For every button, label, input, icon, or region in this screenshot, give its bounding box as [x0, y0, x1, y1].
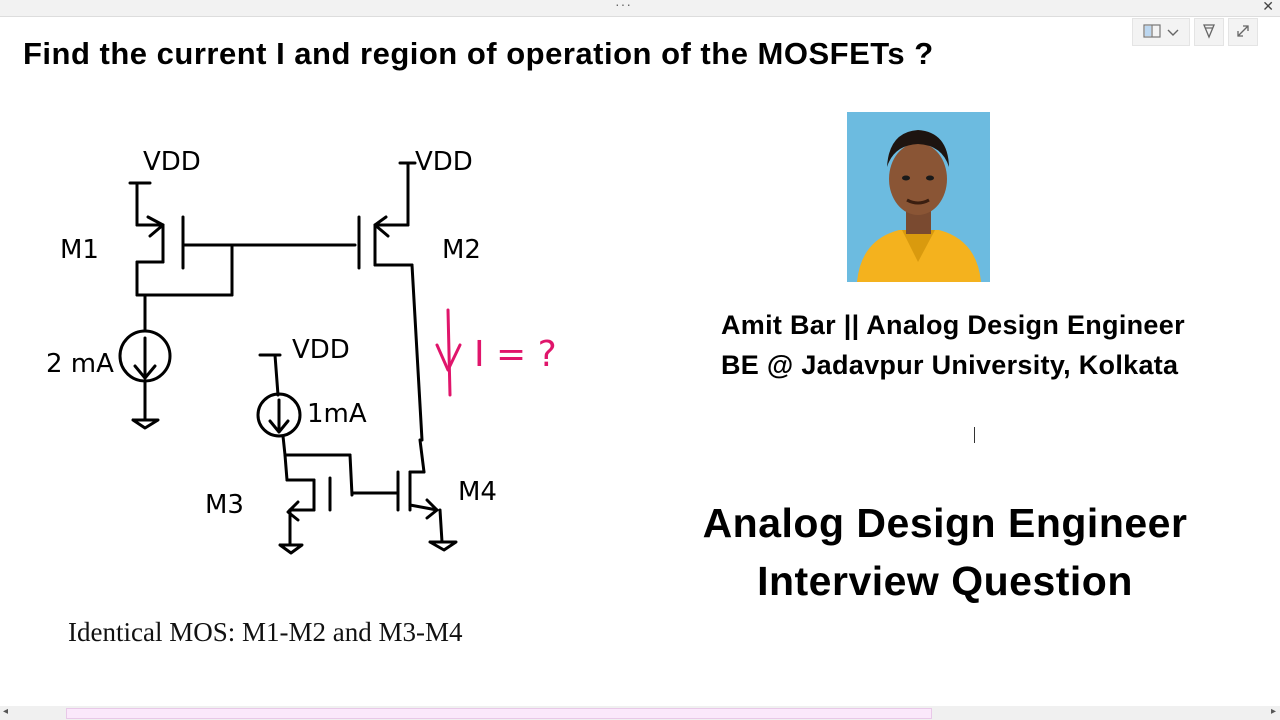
menu-dots-icon[interactable]: ··· — [615, 0, 632, 12]
source-1ma-label: 1mA — [307, 399, 367, 429]
window-titlebar: ··· ✕ — [0, 0, 1280, 17]
headline: Analog Design Engineer Interview Questio… — [600, 494, 1280, 610]
author-info: Amit Bar || Analog Design Engineer BE @ … — [721, 305, 1185, 385]
chevron-down-icon — [1167, 25, 1179, 40]
current-source-1ma — [256, 353, 302, 457]
source-2ma-label: 2 mA — [46, 349, 114, 379]
m4-label: M4 — [458, 477, 497, 507]
current-source-2ma — [118, 293, 172, 430]
expand-button[interactable] — [1228, 18, 1258, 46]
presenter-photo — [847, 112, 990, 282]
page-view-button[interactable] — [1132, 18, 1190, 46]
scroll-left-arrow-icon[interactable]: ◂ — [3, 706, 9, 717]
page-view-icon — [1143, 23, 1161, 41]
unknown-current-annotation: I = ? — [435, 308, 557, 397]
scrollbar-thumb[interactable] — [66, 708, 932, 719]
expand-icon — [1236, 24, 1250, 41]
m3-label: M3 — [205, 490, 244, 520]
m2-transistor — [357, 161, 424, 442]
m2-label: M2 — [442, 235, 481, 265]
unknown-current-label: I = ? — [474, 334, 557, 375]
vdd-label-m1: VDD — [143, 147, 201, 177]
toolbar — [1132, 18, 1258, 46]
pen-button[interactable] — [1194, 18, 1224, 46]
headline-line-2: Interview Question — [757, 558, 1133, 604]
author-education: BE @ Jadavpur University, Kolkata — [721, 350, 1179, 380]
author-name-title: Amit Bar || Analog Design Engineer — [721, 310, 1185, 340]
circuit-diagram: VDD VDD VDD M1 M2 M3 M4 2 mA 1mA I = ? — [46, 147, 557, 555]
m4-transistor — [350, 438, 458, 552]
m1-transistor — [128, 181, 357, 297]
text-cursor — [974, 427, 975, 443]
scroll-right-arrow-icon[interactable]: ▸ — [1270, 706, 1276, 717]
m1-label: M1 — [60, 235, 99, 265]
vdd-label-ref: VDD — [292, 335, 350, 365]
horizontal-scrollbar[interactable]: ◂ ▸ — [0, 706, 1280, 720]
m3-transistor — [278, 453, 354, 555]
identical-mos-note: Identical MOS: M1-M2 and M3-M4 — [68, 617, 463, 647]
vdd-label-m2: VDD — [415, 147, 473, 177]
pen-icon — [1202, 23, 1216, 42]
close-icon[interactable]: ✕ — [1262, 0, 1274, 14]
question-title: Find the current I and region of operati… — [23, 36, 934, 71]
headline-line-1: Analog Design Engineer — [702, 500, 1188, 546]
